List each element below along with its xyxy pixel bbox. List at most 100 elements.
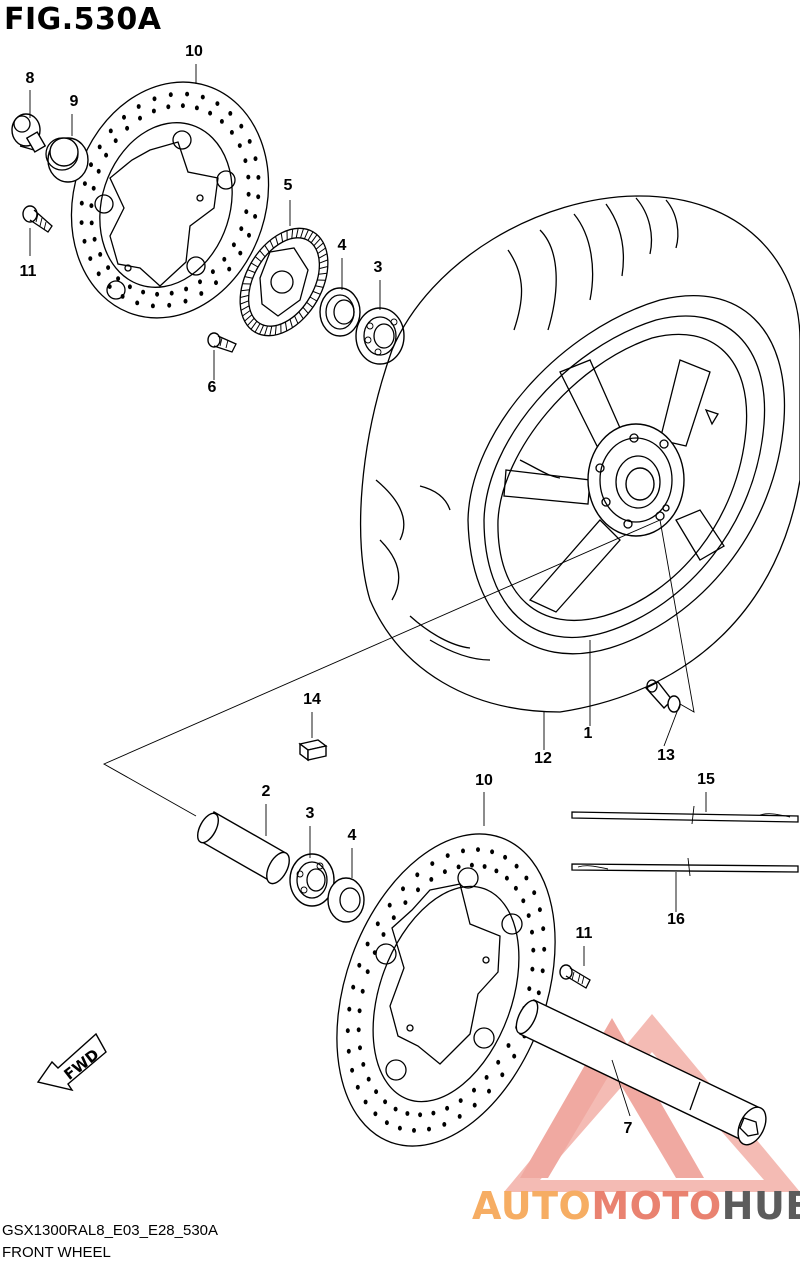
disc-perforation [429,877,434,882]
callout-c1: 1 [584,725,593,742]
bearing-bottom [289,853,335,907]
abs-ring-tooth [313,238,321,247]
disc-perforation [350,1067,355,1073]
disc-perforation [200,94,205,100]
disc-perforation [530,966,535,972]
disc-perforation [89,203,94,209]
abs-ring-tooth [244,276,253,279]
rim-tape-16 [571,863,799,873]
disc-perforation [472,1102,477,1108]
abs-ring-tooth [306,301,314,308]
disc-perforation [151,108,156,114]
disc-perforation [461,848,465,854]
disc-perforation [208,110,213,116]
abs-ring-tooth [240,289,250,292]
abs-ring-tooth [312,290,321,295]
abs-ring-tooth [300,228,304,239]
disc-perforation [238,250,243,256]
disc-perforation [168,92,173,98]
disc-perforation [445,1105,450,1111]
disc-perforation [415,872,420,878]
disc-perforation [167,302,172,308]
air-valve [644,679,681,713]
leader-lines [29,64,707,1117]
watermark-part-1: AUTO [472,1184,592,1228]
disc-perforation [219,119,224,124]
disc-perforation [430,861,435,866]
disc-perforation [387,902,392,908]
abs-ring-tooth [315,242,324,250]
rim-tape-15 [571,811,799,823]
disc-perforation [108,128,113,134]
disc-perforation [445,853,450,858]
callout-c8: 8 [26,70,35,87]
callout-c10a: 10 [185,43,203,60]
abs-ring-tooth [250,321,258,330]
disc-perforation [89,220,94,226]
collar-9 [45,137,89,183]
disc-perforation [361,1062,366,1067]
abs-ring-tooth [309,296,318,302]
disc-perforation [237,143,242,149]
disc-perforation [198,279,202,285]
disc-perforation [365,941,370,947]
spacer-2 [196,810,290,885]
abs-ring-tooth [254,256,262,263]
disc-perforation [215,101,220,106]
bolt-8 [11,113,47,153]
disc-perforation [199,291,204,296]
disc-perforation [365,969,370,975]
disc-perforation [401,886,405,892]
disc-perforation [358,1045,362,1051]
forward-direction-arrow: FWD [36,1032,107,1092]
disc-perforation [363,1099,368,1105]
disc-perforation [79,200,84,206]
disc-perforation [482,864,487,869]
watermark-part-3: HUB [721,1184,800,1228]
disc-perforation [228,111,233,116]
disc-perforation [346,1048,351,1054]
abs-ring-tooth [247,269,256,274]
callout-c4a: 4 [338,237,347,254]
disc-perforation [530,929,534,935]
abs-ring-tooth [280,232,284,243]
disc-perforation [231,242,236,248]
disc-perforation [82,238,87,244]
disc-perforation [214,280,218,286]
disc-perforation [403,900,408,905]
disc-perforation [194,105,199,111]
disc-perforation [88,256,93,261]
abs-ring-tooth [247,317,255,326]
figure-name: FRONT WHEEL [2,1244,111,1261]
abs-ring-tooth [242,310,251,317]
watermark-logo-triangle [504,1014,800,1192]
disc-perforation [96,168,101,174]
disc-perforation [381,932,386,937]
oil-seal-bottom [327,877,365,923]
abs-ring-tooth [269,325,273,336]
abs-ring-tooth [318,253,328,259]
abs-ring-tooth [317,247,326,254]
disc-perforation [247,232,251,238]
disc-perforation [246,174,251,180]
callout-c11a: 11 [20,263,37,280]
disc-perforation [355,1084,360,1090]
callout-c13: 13 [657,747,675,764]
disc-perforation [500,1072,505,1078]
abs-ring-tooth [319,259,328,264]
abs-ring-tooth [295,228,299,239]
callout-c11b: 11 [576,925,593,942]
disc-perforation [184,286,189,292]
disc-perforation [256,194,261,200]
disc-perforation [512,1053,517,1059]
disc-perforation [357,1008,362,1014]
bolt-6 [207,332,237,353]
disc-perforation [391,915,396,921]
disc-perforation [92,236,97,242]
disc-perforation [125,125,130,131]
disc-perforation [91,185,96,191]
abs-ring-tooth [302,306,309,314]
disc-perforation [229,130,234,135]
